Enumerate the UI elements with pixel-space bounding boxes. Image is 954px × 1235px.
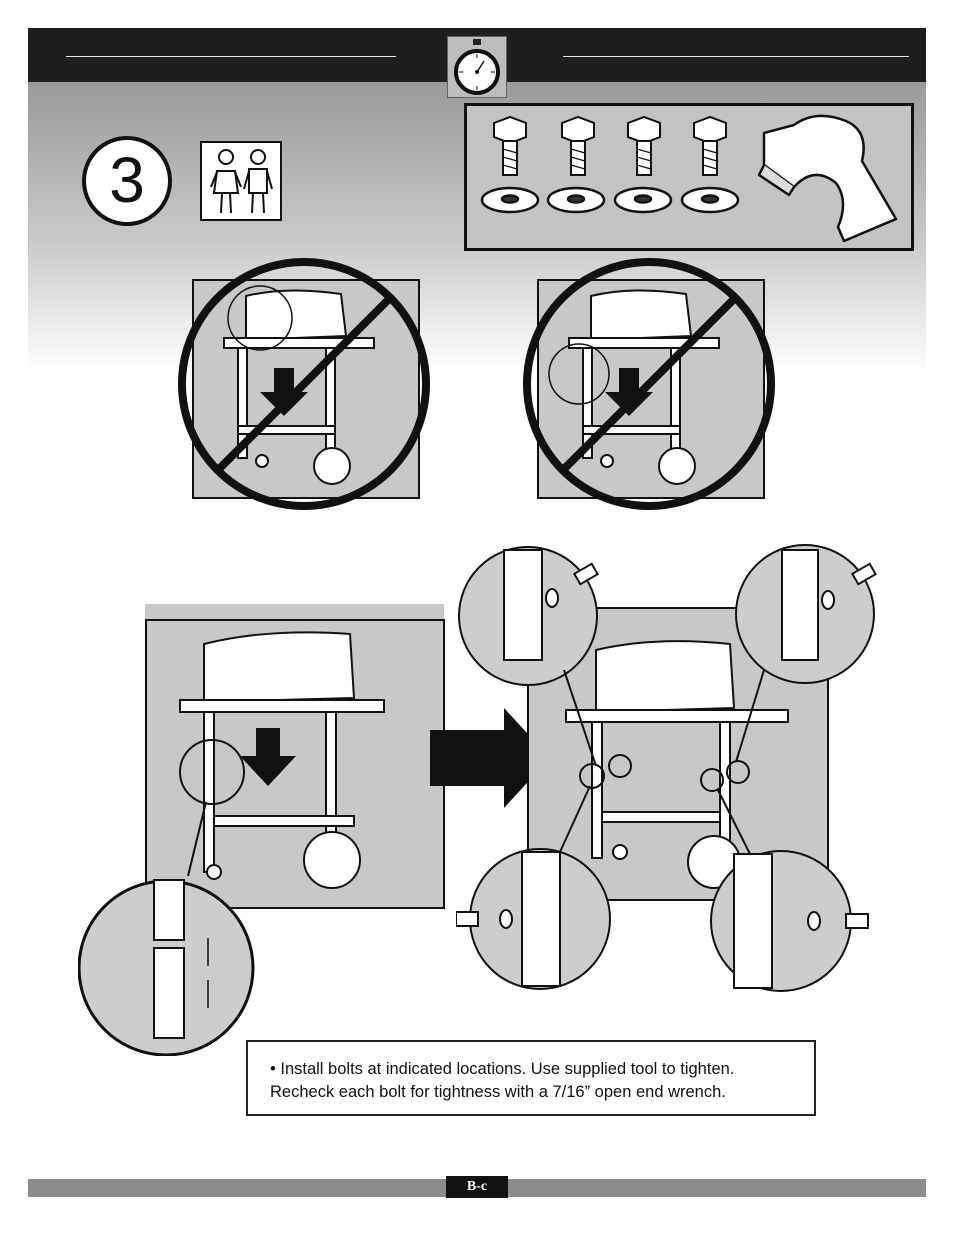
two-people-icon — [200, 141, 282, 221]
prohibited-icon — [523, 258, 775, 510]
washer-icon — [499, 588, 835, 931]
bolt-detail-illustration — [456, 544, 878, 992]
header-rule-right — [563, 56, 909, 57]
instruction-note: • Install bolts at indicated locations. … — [246, 1040, 816, 1116]
parts-box — [464, 103, 914, 251]
prohibited-icon — [178, 258, 430, 510]
page-number: B-c — [446, 1176, 508, 1198]
prohibited-illustration-2 — [523, 258, 775, 510]
assembly-illustration — [78, 604, 445, 1056]
arrow-right-icon — [430, 708, 550, 808]
washer-icon — [480, 186, 740, 214]
header-rule-left — [66, 56, 396, 57]
bolt-icon — [456, 562, 878, 929]
wrench-tool-icon — [757, 114, 898, 243]
bolt-icon — [493, 115, 727, 176]
prohibited-illustration-1 — [178, 258, 430, 510]
step-number: 3 — [82, 136, 172, 226]
instruction-text: • Install bolts at indicated locations. … — [270, 1060, 735, 1101]
stopwatch-icon — [447, 36, 507, 98]
